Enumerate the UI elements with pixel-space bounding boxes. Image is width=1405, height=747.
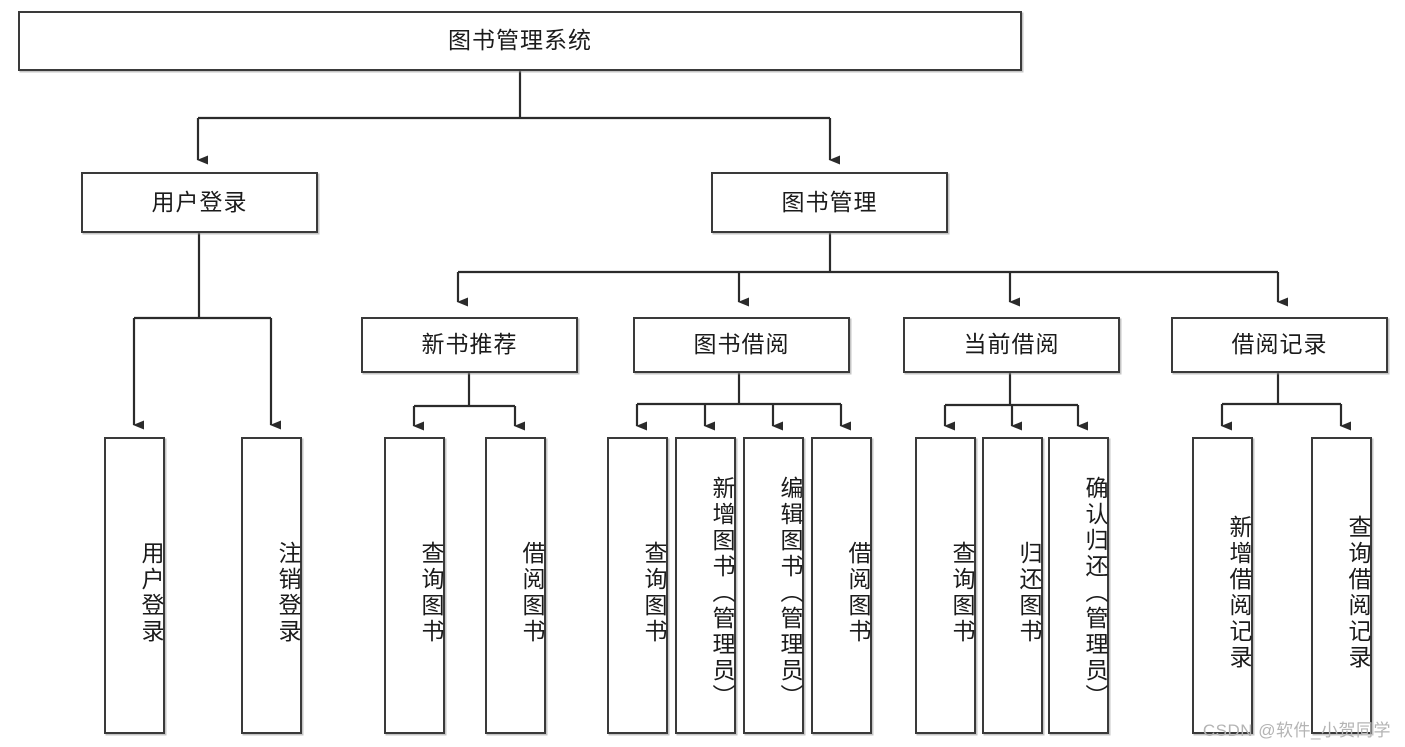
node-leaf-borrow-edit-label: 编辑图书（管理员） [777, 475, 803, 710]
node-leaf-borrow-add-label: 新增图书（管理员） [709, 475, 735, 710]
node-leaf-cur-confirm-label: 确认归还（管理员） [1082, 475, 1108, 710]
node-root-label: 图书管理系统 [448, 27, 592, 54]
node-book-borrow-label: 图书借阅 [693, 331, 790, 358]
node-leaf-borrow-query[interactable]: 查询图书 [607, 437, 668, 734]
node-leaf-cur-query[interactable]: 查询图书 [915, 437, 976, 734]
node-leaf-rec-borrow-label: 借阅图书 [519, 540, 545, 645]
node-leaf-user-login[interactable]: 用户登录 [104, 437, 165, 734]
node-leaf-logout-label: 注销登录 [275, 540, 301, 645]
node-book-manage-label: 图书管理 [781, 188, 878, 215]
node-leaf-rec-query2[interactable]: 查询借阅记录 [1311, 437, 1372, 734]
node-leaf-rec-borrow[interactable]: 借阅图书 [485, 437, 546, 734]
node-current-borrow-label: 当前借阅 [963, 331, 1060, 358]
node-leaf-borrow-do[interactable]: 借阅图书 [811, 437, 872, 734]
node-root[interactable]: 图书管理系统 [18, 11, 1022, 71]
node-book-manage[interactable]: 图书管理 [711, 172, 948, 233]
node-leaf-logout[interactable]: 注销登录 [241, 437, 302, 734]
node-user-login[interactable]: 用户登录 [81, 172, 318, 233]
node-leaf-cur-confirm[interactable]: 确认归还（管理员） [1048, 437, 1109, 734]
node-leaf-rec-query[interactable]: 查询图书 [384, 437, 445, 734]
node-leaf-cur-return[interactable]: 归还图书 [982, 437, 1043, 734]
node-borrow-record[interactable]: 借阅记录 [1171, 317, 1388, 373]
node-current-borrow[interactable]: 当前借阅 [903, 317, 1120, 373]
node-leaf-borrow-add[interactable]: 新增图书（管理员） [675, 437, 736, 734]
node-leaf-borrow-do-label: 借阅图书 [845, 540, 871, 645]
node-user-login-label: 用户登录 [151, 188, 248, 215]
node-book-borrow[interactable]: 图书借阅 [633, 317, 850, 373]
node-borrow-record-label: 借阅记录 [1231, 331, 1328, 358]
node-leaf-rec-add[interactable]: 新增借阅记录 [1192, 437, 1253, 734]
node-leaf-rec-add-label: 新增借阅记录 [1226, 514, 1252, 671]
node-leaf-borrow-edit[interactable]: 编辑图书（管理员） [743, 437, 804, 734]
node-leaf-cur-query-label: 查询图书 [949, 540, 975, 645]
node-new-book-rec-label: 新书推荐 [421, 331, 518, 358]
node-leaf-user-login-label: 用户登录 [138, 540, 164, 645]
node-leaf-rec-query-label: 查询图书 [418, 540, 444, 645]
node-leaf-cur-return-label: 归还图书 [1016, 540, 1042, 645]
node-leaf-borrow-query-label: 查询图书 [641, 540, 667, 645]
node-new-book-rec[interactable]: 新书推荐 [361, 317, 578, 373]
node-leaf-rec-query2-label: 查询借阅记录 [1345, 514, 1371, 671]
